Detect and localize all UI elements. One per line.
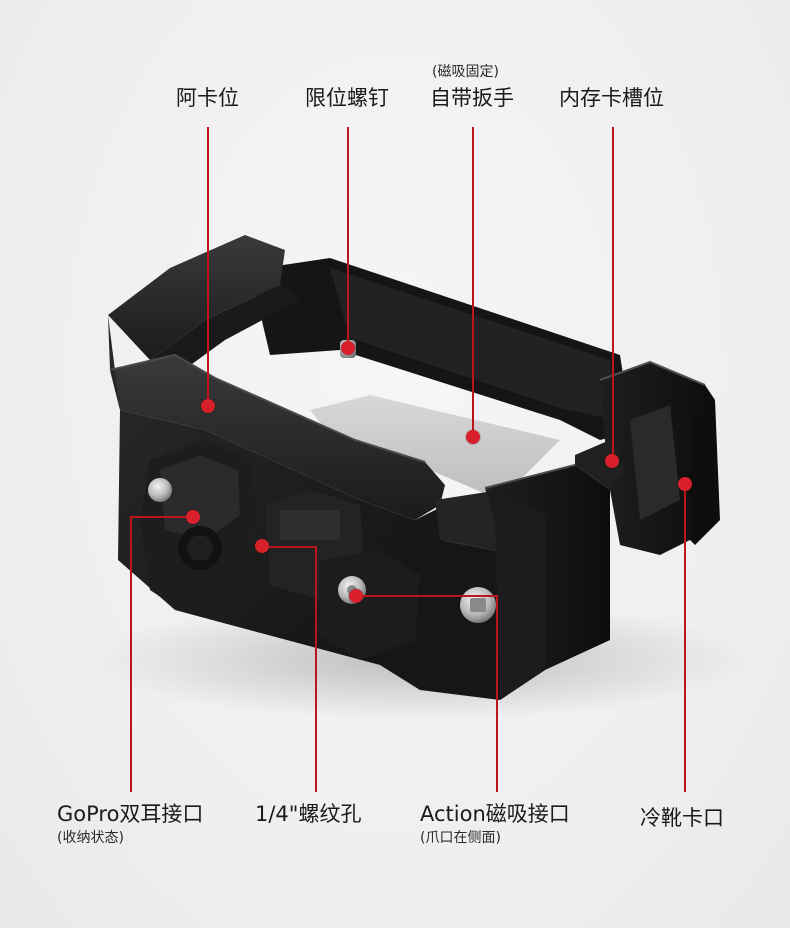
action-note: (爪口在侧面) <box>420 830 501 846</box>
wrench-label: 自带扳手 <box>430 86 514 110</box>
gopro-label: GoPro双耳接口 <box>57 802 204 826</box>
card-slot-label: 内存卡槽位 <box>559 86 664 110</box>
action-callout-line-h <box>356 595 498 597</box>
arca-marker-dot <box>201 399 215 413</box>
limit-screw-callout-line <box>347 127 349 349</box>
card-slot-marker-dot <box>605 454 619 468</box>
arca-callout-line <box>207 127 209 407</box>
thread-label: 1/4"螺纹孔 <box>255 802 362 826</box>
thread-callout-line-v <box>315 546 317 792</box>
gopro-callout-line-h <box>130 516 193 518</box>
action-label: Action磁吸接口 <box>420 802 570 826</box>
arca-label: 阿卡位 <box>176 86 239 110</box>
cold-shoe-label: 冷靴卡口 <box>640 806 724 830</box>
card-slot-callout-line <box>612 127 614 461</box>
wrench-callout-line <box>472 127 474 437</box>
cold-shoe-marker-dot <box>678 477 692 491</box>
gopro-note: (收纳状态) <box>57 830 124 846</box>
limit-screw-label: 限位螺钉 <box>305 86 389 110</box>
gopro-callout-line-v <box>130 516 132 792</box>
wrench-marker-dot <box>466 430 480 444</box>
thread-marker-dot <box>255 539 269 553</box>
thread-callout-line-h <box>262 546 317 548</box>
limit-screw-marker-dot <box>341 341 355 355</box>
wrench-note: (磁吸固定) <box>432 64 499 80</box>
action-marker-dot <box>349 589 363 603</box>
action-callout-line-v <box>496 595 498 792</box>
cold-shoe-callout-line <box>684 484 686 792</box>
gopro-marker-dot <box>186 510 200 524</box>
